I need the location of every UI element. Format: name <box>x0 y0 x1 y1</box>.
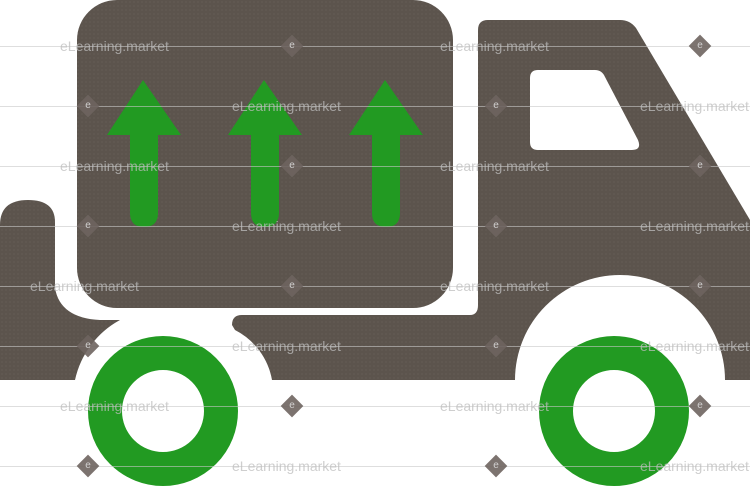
upload-arrow-icon <box>107 80 423 227</box>
cab-window <box>530 70 640 150</box>
wheel-icon <box>88 336 689 486</box>
